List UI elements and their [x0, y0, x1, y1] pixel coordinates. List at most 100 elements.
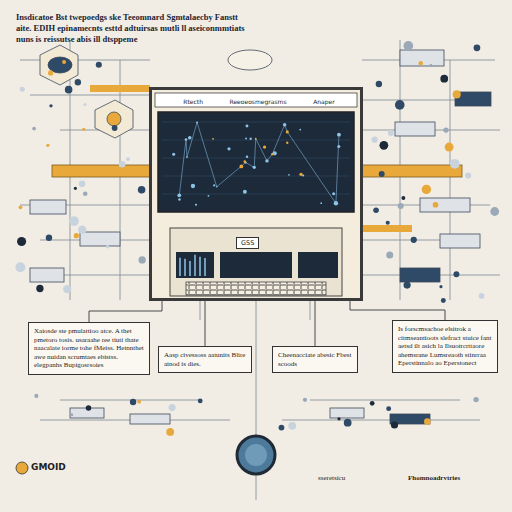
scatter-dot [15, 262, 25, 272]
connector [205, 300, 206, 346]
scatter-dot [439, 285, 442, 288]
scatter-dot [20, 87, 25, 92]
screen-button: GSS [236, 237, 259, 249]
scatter-dot [69, 216, 79, 226]
scatter-dot [130, 399, 136, 405]
bar-mark [189, 261, 191, 276]
screen-dot [263, 145, 266, 148]
scatter-dot [371, 137, 377, 143]
node-text: Xaiosde ste pmulattioo atce. A thet pmet… [34, 327, 144, 370]
scatter-dot [433, 202, 439, 208]
scatter-dot [169, 404, 176, 411]
orange-bars [52, 85, 462, 232]
scatter-dot [344, 419, 352, 427]
scatter-dot [474, 44, 481, 51]
scatter-dot [479, 293, 485, 299]
text-box: Is forscmsachoe elsitrok a citmseantioot… [392, 320, 498, 373]
scatter-dot [403, 41, 413, 51]
screen-dot [245, 138, 247, 140]
tab-strip: RtecthReeoeosmegrasmsAnaper [170, 96, 348, 108]
screen-dot [286, 142, 288, 144]
caption-label: sseretsicu [318, 474, 345, 482]
scatter-dot [386, 251, 393, 258]
scatter-dot [83, 191, 88, 196]
scatter-dot [74, 233, 79, 238]
scatter-dot [473, 397, 478, 402]
scatter-dot [485, 99, 490, 104]
scatter-dot [450, 159, 460, 169]
scatter-dot [279, 425, 285, 431]
bar-mark [204, 258, 206, 276]
scatter-dot [411, 237, 417, 243]
scatter-dot [490, 207, 499, 216]
scatter-dot [112, 125, 118, 131]
text-box: Aasp civessoss aatunits Blire ainod is d… [158, 346, 252, 373]
logo-text: GMOID [31, 462, 66, 472]
screen-dot [188, 136, 192, 140]
grid-line [162, 158, 350, 159]
scatter-dot [337, 417, 340, 420]
scatter-dot [401, 196, 405, 200]
scatter-dot [391, 421, 398, 428]
screen-dot [172, 153, 175, 156]
scatter-dot [370, 401, 375, 406]
scatter-dot [440, 75, 448, 83]
scatter-dot [429, 64, 432, 67]
text-box: Cheenacciate abesic Fbest scoods [272, 346, 358, 373]
scatter-dot [395, 100, 405, 110]
tab-label: Reeoeosmegrasms [228, 98, 289, 106]
screen-dot [208, 195, 210, 197]
connector [315, 300, 316, 346]
scatter-dot [419, 61, 423, 65]
scatter-dot [82, 128, 85, 131]
bar-mark [199, 257, 201, 276]
scatter-dot [32, 127, 36, 131]
scatter-dot [288, 422, 296, 430]
screen-dot [191, 184, 195, 188]
screen-dot [246, 124, 249, 127]
scatter-dot [376, 81, 382, 87]
scatter-dot [403, 281, 410, 288]
scatter-dot [62, 60, 66, 64]
monitor-frame: RtecthReeoeosmegrasmsAnaperGSS [150, 88, 362, 300]
scatter-dot [19, 205, 23, 209]
node-text: Aasp civessoss aatunits Blire ainod is d… [164, 351, 246, 368]
scatter-dot [138, 186, 146, 194]
screen-dot [334, 201, 338, 205]
screen-dot [255, 138, 257, 140]
node-text: Cheenacciate abesic Fbest scoods [278, 351, 352, 368]
screen-trace [179, 122, 339, 203]
node-text: Is forscmsachoe elsitrok a citmseantioot… [398, 325, 492, 368]
screen-dot [337, 133, 341, 137]
scatter-dot [48, 70, 53, 75]
scatter-dot [388, 130, 394, 136]
screen-dot [288, 174, 290, 176]
scatter-dot [36, 285, 43, 292]
monitor-frame [150, 88, 362, 300]
scatter-dot [78, 225, 87, 234]
caption-label: Fhomnoadrvtries [408, 474, 460, 482]
screen-dot [299, 129, 301, 131]
scatter-dot [379, 171, 385, 177]
screen-dot [213, 184, 215, 186]
screen-dot [243, 190, 247, 194]
screen-dot [185, 138, 188, 141]
scatter-dot [65, 86, 73, 94]
screen-dot [332, 192, 335, 195]
side-wires [20, 40, 500, 500]
scatter-dot [119, 161, 126, 168]
tab-label: Anaper [311, 98, 337, 106]
scatter-dot [166, 428, 174, 436]
scatter-dot [126, 157, 130, 161]
bar-mark [179, 258, 181, 276]
node-text: GSS [241, 239, 254, 247]
scatter-dot [303, 398, 307, 402]
text-box: Xaiosde ste pmulattioo atce. A thet pmet… [28, 322, 150, 375]
screen-dot [286, 130, 289, 133]
screen-dot [299, 173, 302, 176]
screen-dot [186, 156, 188, 158]
scatter-dot [443, 127, 448, 132]
